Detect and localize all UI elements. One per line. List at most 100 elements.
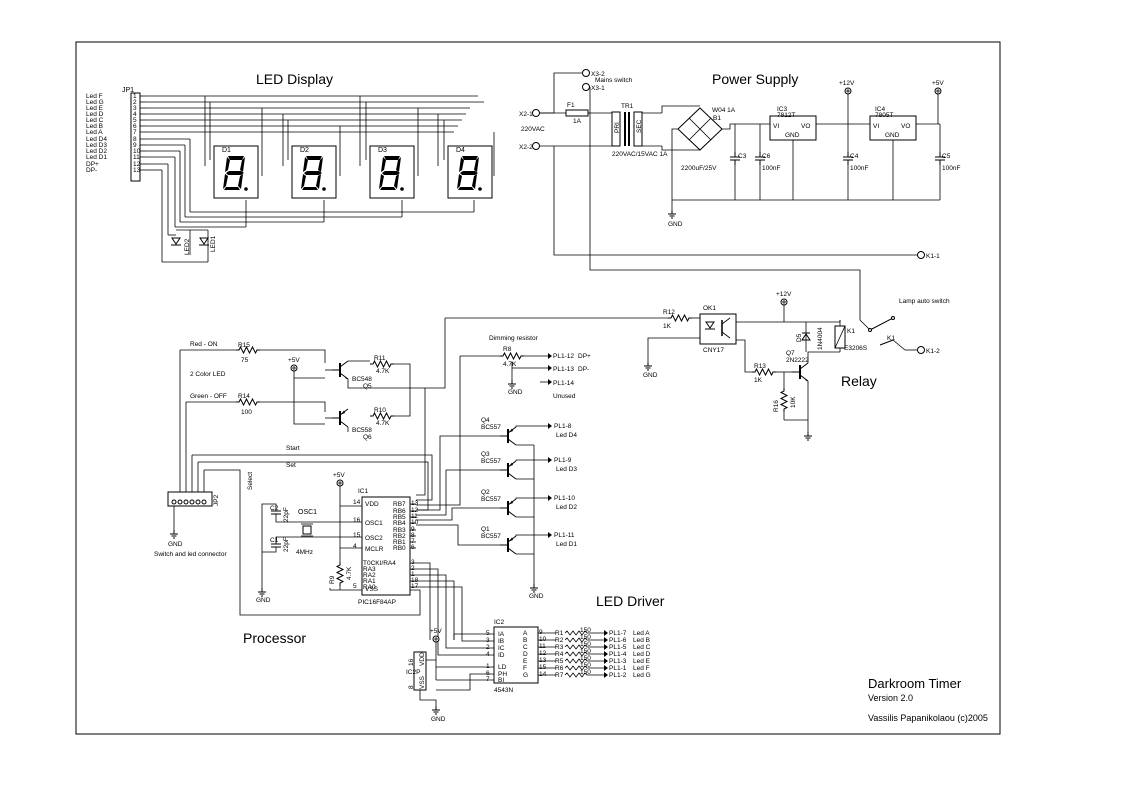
power-gnd: GND xyxy=(668,221,683,228)
c1-val: 22pF xyxy=(283,537,290,552)
ic4-ref: IC4 xyxy=(875,106,886,113)
unused-label: Unused xyxy=(553,393,576,400)
pl13: PL1-13 xyxy=(553,366,574,373)
jp1-label: Led C xyxy=(86,117,104,124)
red-on-label: Red - ON xyxy=(190,341,218,348)
ic2-out-num: 10 xyxy=(539,636,547,643)
ic1-ra-pin: RA1 xyxy=(363,578,376,585)
driver-val: BC557 xyxy=(481,424,501,431)
title-main: Darkroom Timer xyxy=(868,676,962,691)
section-led-driver: LED Driver xyxy=(596,593,665,609)
d5-ref: D5 xyxy=(796,333,803,342)
ic1-rb-num: 6 xyxy=(411,544,415,551)
tr1-sec: SEC xyxy=(636,119,643,133)
ic2-out-pin: B xyxy=(523,637,527,644)
jp2-conn-label: Switch and led connector xyxy=(154,551,227,558)
ic1-rb-pin: RB6 xyxy=(393,508,406,515)
jp1-label: Led D1 xyxy=(86,154,107,161)
ic1-ra-pin: RA0 xyxy=(363,584,376,591)
jp1-pin-num: 9 xyxy=(133,142,137,149)
ic1-vdd: VDD xyxy=(365,501,379,508)
ic1-val: PIC16F84AP xyxy=(358,599,396,606)
bridge-ref: B1 xyxy=(713,115,721,122)
seg-res-val: 150 xyxy=(580,634,591,641)
ic2-out-num: 12 xyxy=(539,650,547,657)
ic1-osc1-num: 16 xyxy=(353,517,361,524)
ic1-rb-num: 9 xyxy=(411,526,415,533)
seg-res-pl: PL1-4 xyxy=(609,651,627,658)
ic1-rb-num: 8 xyxy=(411,532,415,539)
driver-gnd: GND xyxy=(529,593,544,600)
r10-ref: R10 xyxy=(374,407,386,414)
r13-val: 1K xyxy=(754,377,763,384)
jp1-label: Led D3 xyxy=(86,142,107,149)
xtal-val: 4MHz xyxy=(296,549,313,556)
seg-res-led: Led B xyxy=(633,637,650,644)
seg-res-val: 150 xyxy=(580,662,591,669)
ic1-rb-num: 12 xyxy=(411,507,419,514)
seg-res-led: Led A xyxy=(633,630,650,637)
ic2-in-num: 3 xyxy=(486,637,490,644)
digit-d1 xyxy=(213,145,259,199)
ic2-gnd: GND xyxy=(431,716,446,723)
r11-ref: R11 xyxy=(374,355,386,362)
driver-led: Led D3 xyxy=(556,466,577,473)
tr1-ref: TR1 xyxy=(621,103,634,110)
jp1-pin-num: 10 xyxy=(133,148,141,155)
seg-res-ref: R5 xyxy=(555,658,564,665)
digit-d2 xyxy=(291,145,337,199)
fuse-val: 1A xyxy=(573,118,582,125)
jp2-pins xyxy=(171,499,207,505)
driver-val: BC557 xyxy=(481,533,501,540)
led1-label: LED1 xyxy=(210,235,217,252)
ic2-val: 4543N xyxy=(494,687,513,694)
r15-ref: R15 xyxy=(238,342,250,349)
tr1-val: 220VAC/15VAC 1A xyxy=(612,151,668,158)
r9-ref: R9 xyxy=(329,575,336,584)
tr1-pri: PRI xyxy=(614,122,621,133)
select-label: Select xyxy=(247,472,254,490)
jp1-pin-num: 7 xyxy=(133,129,137,136)
ic1-rb-pin: RB0 xyxy=(393,545,406,552)
jp1-label: Led F xyxy=(86,93,103,100)
pl12: PL1-12 xyxy=(553,353,574,360)
ic3-vi: VI xyxy=(773,123,779,130)
seg-res-val: 150 xyxy=(580,648,591,655)
digit-label-d1: D1 xyxy=(222,147,231,154)
seg-res-pl: PL1-1 xyxy=(609,665,627,672)
c4-ref: C4 xyxy=(850,153,859,160)
c3-ref: C3 xyxy=(738,153,747,160)
sheet-border xyxy=(75,41,1001,735)
jp1-label: Led D xyxy=(86,111,104,118)
c4-val: 100nF xyxy=(850,165,868,172)
q6-val: BC558 xyxy=(352,427,372,434)
seg-res-val: 150 xyxy=(580,655,591,662)
ic1-vss-num: 5 xyxy=(353,583,357,590)
ic1-plus5: +5V xyxy=(333,472,345,479)
ic1-osc1: OSC1 xyxy=(365,520,383,527)
r11-val: 4.7K xyxy=(376,368,390,375)
ok1-ref: OK1 xyxy=(703,305,716,312)
jp1-pin-num: 12 xyxy=(133,161,141,168)
driver-ref: Q4 xyxy=(481,417,490,424)
ic1-rb-pin: RB2 xyxy=(393,533,406,540)
d5-val: 1N4004 xyxy=(817,327,824,350)
jp1-pin-num: 3 xyxy=(133,105,137,112)
r9-val: 4.7K xyxy=(346,566,353,580)
ic2-out-num: 9 xyxy=(539,629,543,636)
driver-led: Led D4 xyxy=(556,432,577,439)
seg-res-pl: PL1-5 xyxy=(609,644,627,651)
seg-res-ref: R6 xyxy=(555,665,564,672)
dimming-gnd: GND xyxy=(508,389,523,396)
bridge-val: W04 1A xyxy=(712,107,736,114)
seg-res-ref: R4 xyxy=(555,651,564,658)
k1-coil-ref: K1 xyxy=(847,328,855,335)
driver-val: BC557 xyxy=(481,458,501,465)
